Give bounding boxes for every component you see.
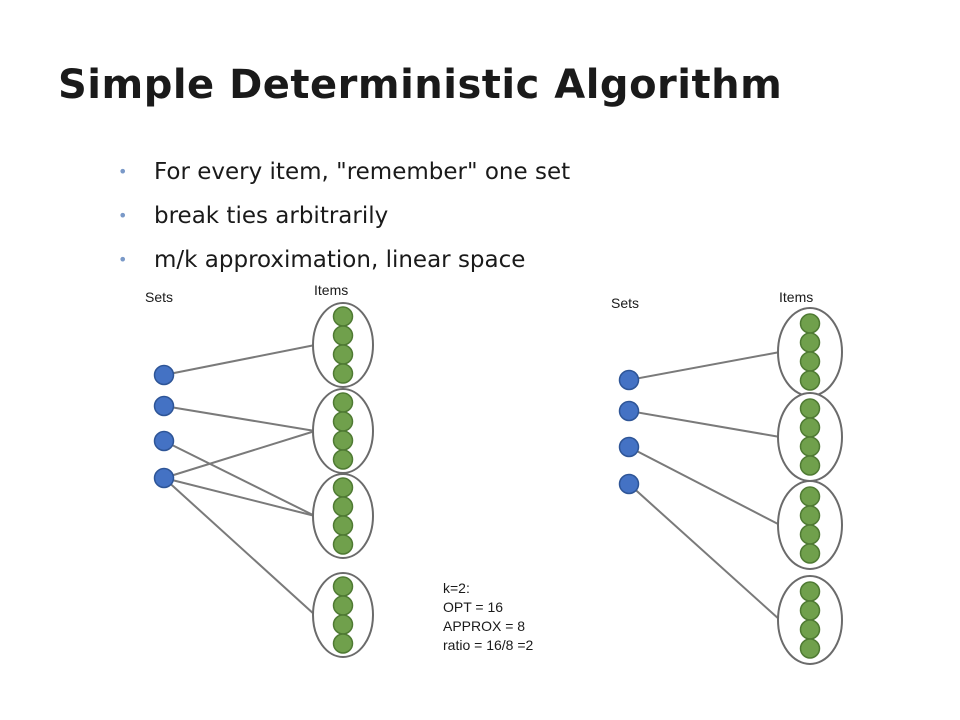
left-sets-label: Sets	[145, 289, 174, 305]
right-sets-label: Sets	[611, 295, 640, 311]
set-node	[618, 369, 640, 391]
note-line: OPT = 16	[443, 599, 504, 615]
right-diagram	[618, 307, 843, 665]
item-node	[799, 455, 821, 476]
item-node	[799, 417, 821, 438]
bullet-dot-icon: •	[118, 250, 128, 269]
item-node	[332, 614, 354, 635]
approximation-note: k=2: OPT = 16 APPROX = 8 ratio = 16/8 =2	[443, 579, 533, 655]
assignment-edge	[163, 440, 316, 517]
item-node	[799, 543, 821, 564]
item-node	[332, 363, 354, 384]
note-line: k=2:	[443, 580, 470, 596]
assignment-edge	[628, 483, 781, 621]
assignment-edge	[163, 477, 316, 517]
bullet-item: • For every item, "remember" one set	[118, 150, 570, 194]
item-node	[799, 370, 821, 391]
item-node	[799, 398, 821, 419]
set-node	[153, 395, 175, 417]
item-node	[799, 486, 821, 507]
set-node	[153, 364, 175, 386]
bullet-item: • m/k approximation, linear space	[118, 238, 570, 282]
bullet-text: m/k approximation, linear space	[154, 247, 526, 273]
slide-title: Simple Deterministic Algorithm	[58, 62, 783, 108]
item-node	[799, 600, 821, 621]
right-items-label: Items	[779, 289, 814, 305]
item-node	[799, 436, 821, 457]
set-node	[153, 467, 175, 489]
item-node	[332, 496, 354, 517]
assignment-edge	[163, 405, 316, 432]
item-node	[332, 477, 354, 498]
left-items-label: Items	[314, 282, 349, 298]
item-node	[799, 505, 821, 526]
set-node	[153, 430, 175, 452]
bullet-text: break ties arbitrarily	[154, 203, 389, 229]
item-node	[332, 430, 354, 451]
item-node	[799, 619, 821, 640]
bullet-list: • For every item, "remember" one set • b…	[118, 150, 570, 282]
item-node	[332, 392, 354, 413]
left-diagram	[153, 302, 374, 658]
item-node	[799, 581, 821, 602]
item-node	[332, 344, 354, 365]
item-node	[332, 515, 354, 536]
set-node	[618, 473, 640, 495]
assignment-edge	[163, 430, 316, 479]
bullet-text: For every item, "remember" one set	[154, 159, 571, 185]
item-node	[799, 524, 821, 545]
item-node	[799, 638, 821, 659]
assignment-edge	[628, 351, 781, 381]
item-node	[332, 595, 354, 616]
note-line: APPROX = 8	[443, 618, 526, 634]
item-node	[799, 332, 821, 353]
item-node	[332, 325, 354, 346]
set-node	[618, 400, 640, 422]
assignment-edge	[628, 446, 781, 526]
item-node	[332, 306, 354, 327]
item-node	[332, 411, 354, 432]
set-node	[618, 436, 640, 458]
item-node	[799, 313, 821, 334]
note-line: ratio = 16/8 =2	[443, 637, 534, 653]
item-node	[332, 633, 354, 654]
item-node	[332, 449, 354, 470]
item-node	[799, 351, 821, 372]
assignment-edge	[163, 477, 316, 616]
bullet-dot-icon: •	[118, 206, 128, 225]
bullet-item: • break ties arbitrarily	[118, 194, 570, 238]
item-node	[332, 534, 354, 555]
assignment-edge	[628, 410, 781, 438]
bullet-dot-icon: •	[118, 162, 128, 181]
assignment-edge	[163, 344, 316, 376]
item-node	[332, 576, 354, 597]
